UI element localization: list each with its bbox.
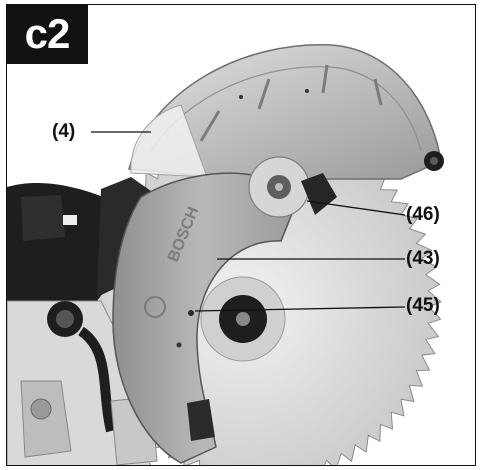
blade-cover: BOSCH: [112, 172, 294, 464]
upper-blade-guard: [128, 44, 444, 180]
callout-43: (43): [406, 248, 440, 269]
transparent-guard: [130, 104, 208, 178]
miter-saw-illustration: BOSCH: [7, 44, 444, 465]
callout-46: (46): [406, 204, 440, 225]
blade-flange: [219, 295, 267, 343]
figure-frame: BOSCH: [6, 4, 476, 466]
leader-45: [194, 306, 406, 312]
figure-label: c2: [6, 4, 88, 64]
screw-45: [188, 310, 194, 316]
callout-45: (45): [406, 295, 440, 316]
leader-46: [306, 200, 406, 216]
callout-4: (4): [52, 121, 76, 142]
spindle-lock: [248, 156, 337, 218]
callout-leaders: [91, 131, 406, 312]
